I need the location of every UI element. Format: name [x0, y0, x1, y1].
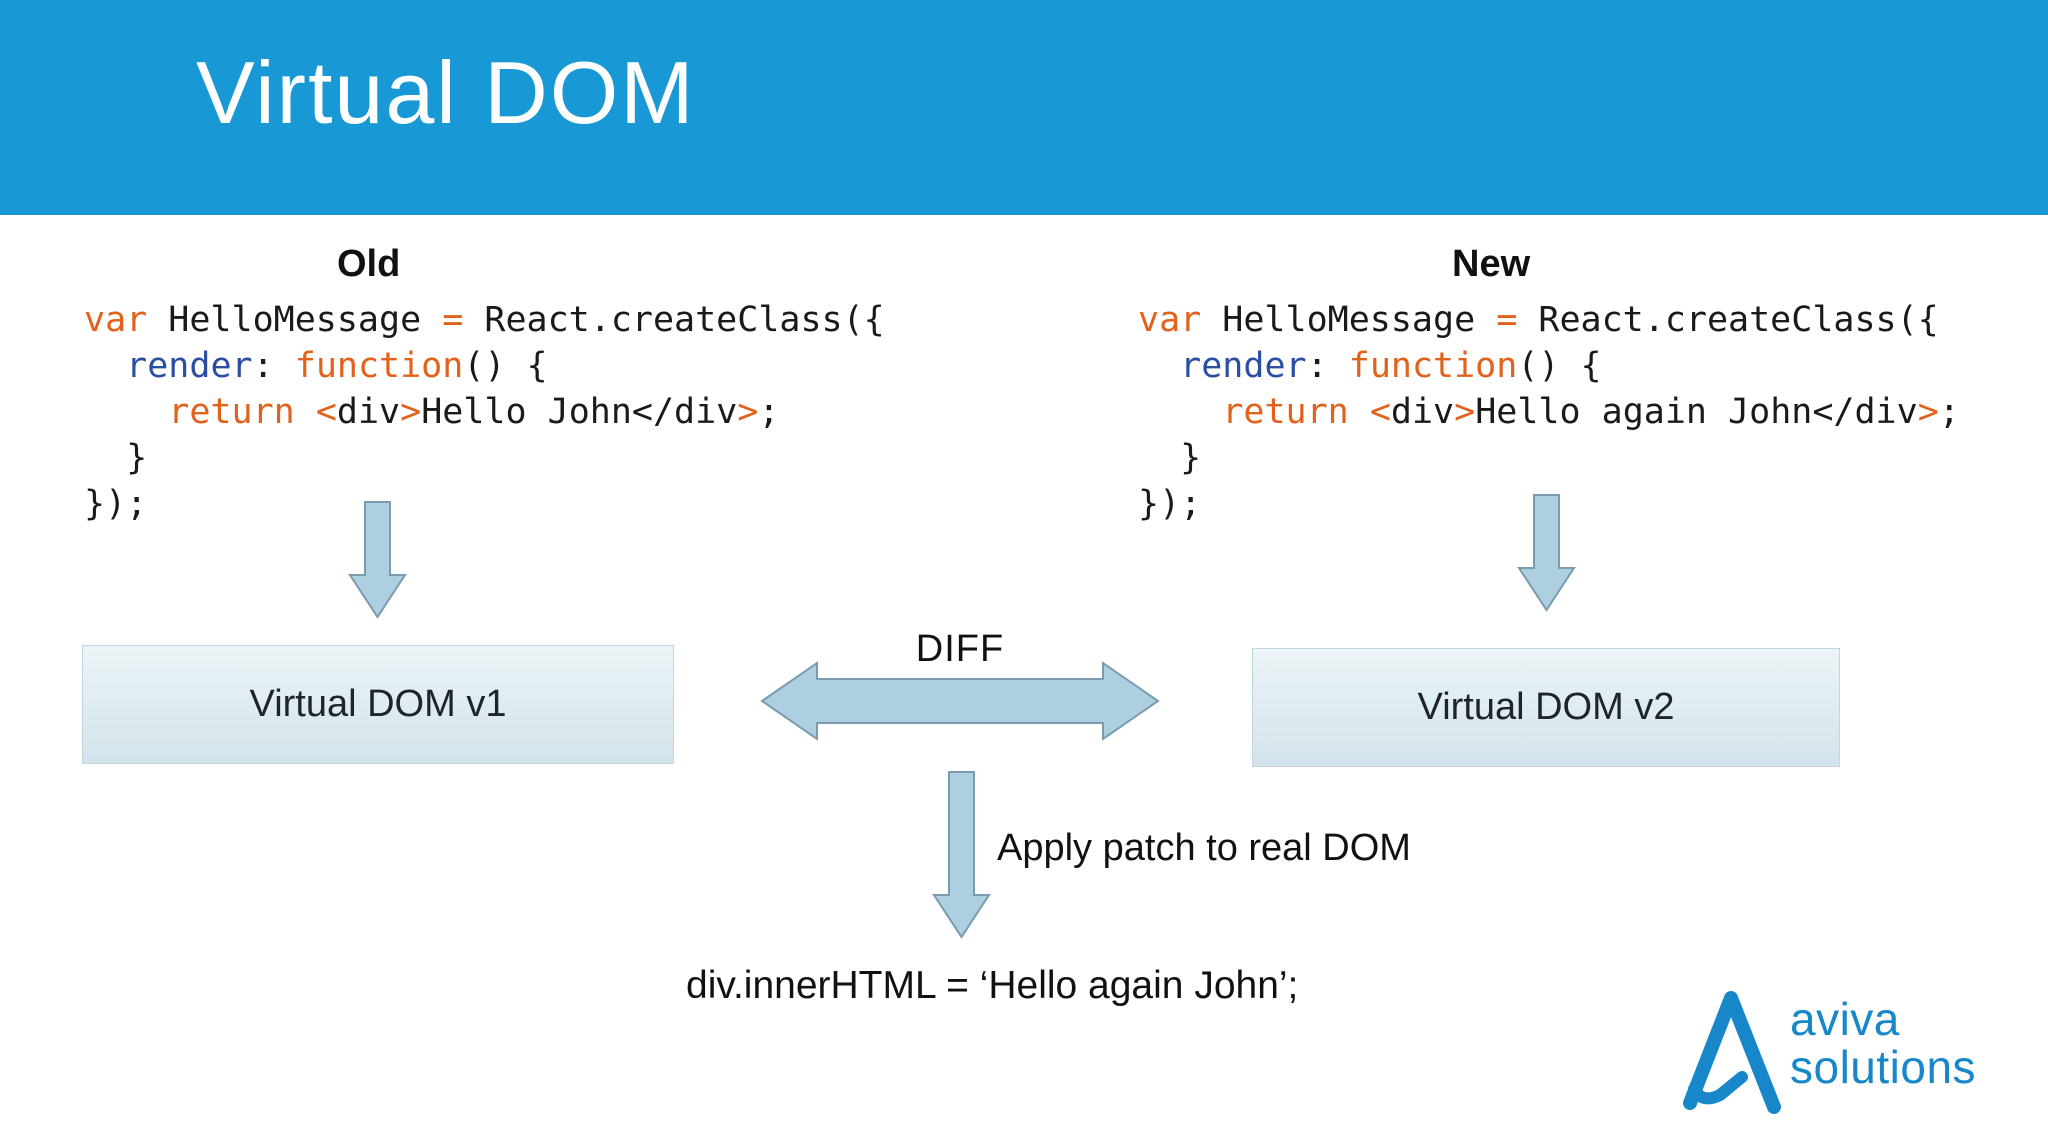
page-title: Virtual DOM	[196, 43, 696, 142]
code-line: var HelloMessage = React.createClass({	[1138, 300, 1939, 340]
virtual-dom-v2-label: Virtual DOM v2	[1417, 686, 1675, 728]
down-arrow-left-icon	[348, 501, 407, 619]
old-section-label: Old	[337, 243, 401, 285]
apply-patch-label: Apply patch to real DOM	[997, 827, 1411, 869]
code-line: });	[1138, 484, 1202, 524]
code-line: }	[1138, 438, 1202, 478]
diff-double-arrow-icon	[760, 661, 1160, 741]
code-line: });	[84, 484, 148, 524]
apply-patch-arrow-icon	[932, 771, 991, 939]
aviva-logo-mark-icon	[1683, 991, 1781, 1114]
logo-text-aviva: aviva	[1790, 993, 1900, 1045]
code-line: var HelloMessage = React.createClass({	[84, 300, 885, 340]
code-block-new: var HelloMessage = React.createClass({ r…	[1138, 297, 1960, 527]
code-block-old: var HelloMessage = React.createClass({ r…	[84, 297, 885, 527]
code-line: render: function() {	[126, 346, 548, 386]
code-line: }	[84, 438, 148, 478]
code-line: return <div>Hello John</div>;	[168, 392, 780, 432]
diff-label: DIFF	[915, 628, 1005, 670]
virtual-dom-v1-box: Virtual DOM v1	[82, 645, 674, 764]
virtual-dom-v2-box: Virtual DOM v2	[1252, 648, 1840, 767]
slide-header: Virtual DOM	[0, 0, 2048, 215]
code-line: return <div>Hello again John</div>;	[1222, 392, 1960, 432]
result-code-line: div.innerHTML = ‘Hello again John’;	[686, 964, 1299, 1007]
aviva-logo: aviva solutions	[1682, 985, 2002, 1115]
down-arrow-right-icon	[1517, 494, 1576, 612]
logo-text-solutions: solutions	[1790, 1041, 1977, 1093]
new-section-label: New	[1452, 243, 1531, 285]
code-line: render: function() {	[1180, 346, 1602, 386]
virtual-dom-v1-label: Virtual DOM v1	[249, 683, 507, 725]
